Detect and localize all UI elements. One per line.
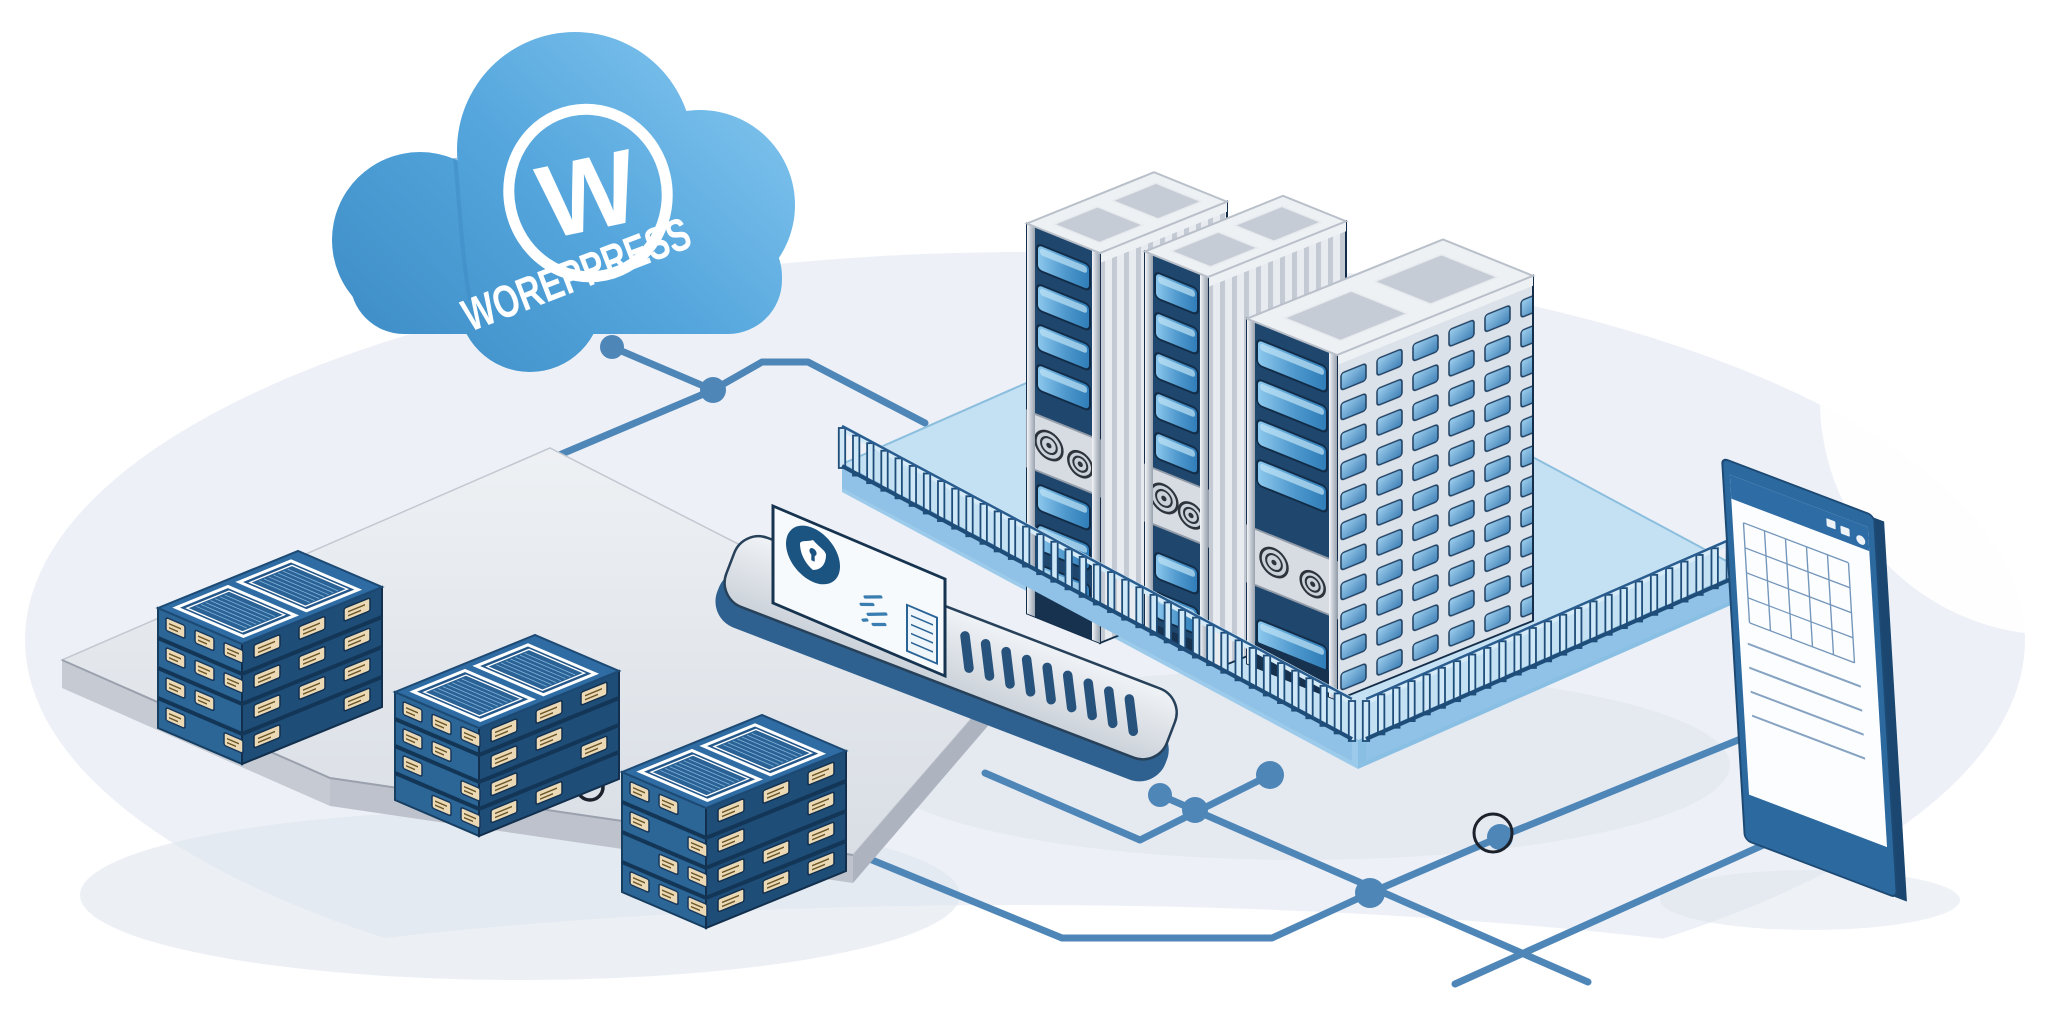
drive-stack: [158, 551, 382, 764]
circuit-panel: [640, 725, 822, 801]
network-node-dot: [1355, 878, 1385, 908]
tablet-text-lines: [1747, 642, 1866, 760]
network-node-dot: [1487, 824, 1513, 850]
tablet-toolbar: [1729, 474, 1870, 552]
network-node-dot: [600, 335, 624, 359]
vent-grill: [960, 631, 1139, 736]
ring-node: [1472, 812, 1514, 854]
platform-fence: [837, 424, 1750, 761]
network-node-dot: [1256, 761, 1284, 789]
browser-tablet: [1721, 458, 1907, 902]
circuit-panel: [176, 561, 358, 637]
load-balancer: [715, 503, 1178, 782]
network-node-dot: [700, 377, 726, 403]
network-node-dot: [1182, 797, 1208, 823]
network-line: [709, 358, 929, 427]
fake-label-text: [859, 595, 888, 627]
security-sign: [771, 503, 947, 679]
network-node-dot: [1148, 783, 1172, 807]
tablet-grid: [1742, 522, 1856, 664]
network-line: [1451, 829, 1794, 988]
status-panel-icon: [906, 603, 938, 666]
shield-lock-icon: [800, 539, 826, 570]
wordpress-cloud: W WOREPPRESS: [332, 32, 795, 372]
circuit-panel: [413, 645, 595, 721]
drive-stack: [622, 715, 846, 928]
network-line: [981, 769, 1274, 844]
drive-stack: [395, 635, 619, 836]
network-line: [608, 343, 717, 394]
server-rack: [1244, 238, 1536, 702]
network-line: [851, 732, 1752, 942]
window-controls-icon: [1826, 518, 1866, 545]
